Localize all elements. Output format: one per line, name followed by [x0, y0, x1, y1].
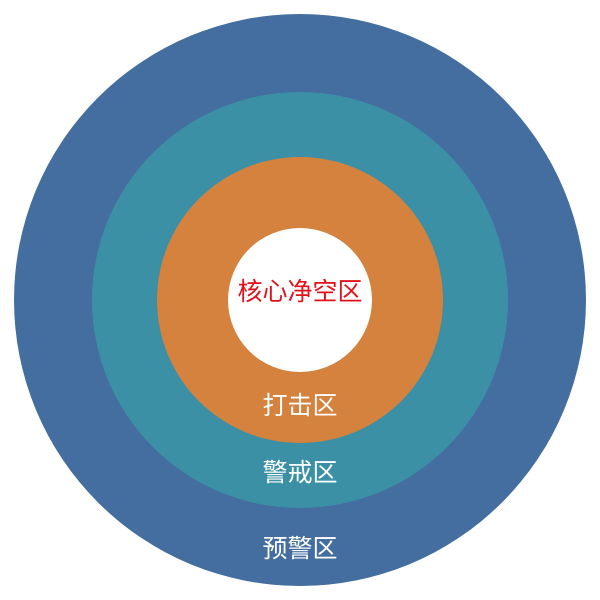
strike-zone-label: 打击区 [262, 391, 338, 420]
core-clear-zone-circle [228, 228, 372, 372]
alert-zone-label: 警戒区 [262, 458, 338, 487]
warning-zone-label: 预警区 [262, 534, 338, 563]
core-clear-zone-label: 核心净空区 [237, 277, 363, 306]
